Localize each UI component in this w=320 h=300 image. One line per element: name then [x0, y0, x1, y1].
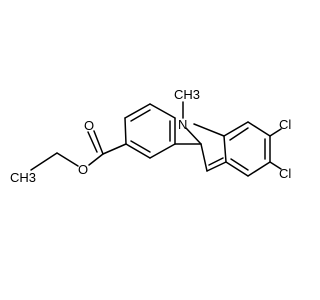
- bond-c3-c3a-inner: [208, 157, 224, 166]
- bond-o-carbonyl: [88, 153, 104, 166]
- indole-bond-3: [247, 121, 271, 137]
- benzene-bond-3: [149, 103, 176, 119]
- bond-c2-n1: [185, 127, 202, 145]
- bond-c6-cl: [269, 128, 282, 137]
- benzene-bond-6: [125, 143, 151, 159]
- bond-layer: [30, 101, 282, 177]
- atom-label-layer: O O CH3 N CH3 Cl Cl: [10, 87, 291, 185]
- benzene-inner-3: [130, 140, 151, 153]
- bond-carbonyl-double-2: [87, 131, 98, 153]
- molecule-structure: O O CH3 N CH3 Cl Cl: [10, 87, 291, 185]
- benzene-bond-2: [124, 103, 151, 119]
- bond-c2-c3: [200, 143, 208, 172]
- bond-c5-cl: [269, 161, 282, 170]
- bond-carbonyl-ring: [102, 143, 127, 155]
- indole-inner-1: [229, 127, 249, 141]
- ester-oxygen-label: O: [78, 162, 88, 177]
- indole-bond-5: [247, 161, 271, 177]
- benzene-bond-5: [149, 143, 176, 159]
- indole-inner-3: [230, 158, 249, 171]
- benzene-bond-1: [124, 117, 127, 145]
- indole-bond-2: [223, 121, 249, 137]
- indole-bond-6: [225, 161, 249, 177]
- n-methyl-label: CH3: [174, 87, 200, 102]
- bond-carbonyl-double-1: [93, 130, 104, 155]
- bond-n1-c7a: [193, 123, 225, 137]
- chlorine-6-label: Cl: [279, 117, 291, 132]
- chlorine-5-label: Cl: [279, 166, 291, 181]
- methyl-label: CH3: [10, 170, 36, 185]
- bond-ch3-ch2: [30, 152, 58, 171]
- bond-ch2-o: [56, 152, 79, 167]
- bond-c3-c3a: [206, 161, 227, 172]
- indole-bond-1: [223, 135, 227, 163]
- nitrogen-label: N: [178, 117, 187, 132]
- carbonyl-oxygen-label: O: [84, 118, 94, 133]
- benzene-inner-1: [130, 109, 151, 122]
